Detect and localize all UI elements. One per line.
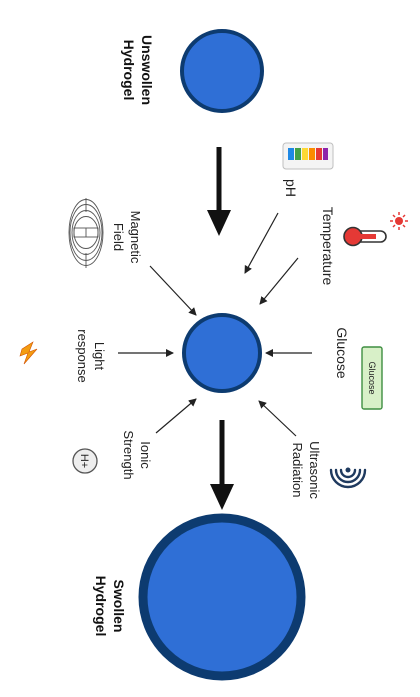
svg-text:Ultrasonic: Ultrasonic xyxy=(307,441,322,499)
svg-text:Magnetic: Magnetic xyxy=(128,211,143,264)
arrow-unswollen-to-center xyxy=(207,147,231,236)
label-glucose: Glucose xyxy=(334,327,350,379)
arrow-magnetic xyxy=(149,265,197,316)
svg-text:Glucose: Glucose xyxy=(367,361,377,394)
svg-text:Field: Field xyxy=(111,223,126,251)
central-hydrogel xyxy=(182,313,262,393)
svg-text:pH: pH xyxy=(283,179,299,197)
arrow-center-to-swollen xyxy=(210,420,234,510)
svg-text:Unswollen: Unswollen xyxy=(139,35,155,105)
magnet-field-icon xyxy=(68,198,104,268)
svg-text:H+: H+ xyxy=(78,454,90,468)
label-swollen-hydrogel: Swollen Hydrogel xyxy=(93,576,127,637)
label-temperature: Temperature xyxy=(320,207,336,286)
svg-text:Glucose: Glucose xyxy=(334,327,350,379)
svg-text:Hydrogel: Hydrogel xyxy=(93,576,109,637)
svg-text:Swollen: Swollen xyxy=(111,580,127,633)
label-light-response: Light response xyxy=(75,329,107,382)
svg-text:Light: Light xyxy=(92,342,107,371)
arrow-temperature xyxy=(259,257,299,305)
swollen-hydrogel xyxy=(138,513,306,681)
svg-text:Strength: Strength xyxy=(121,430,136,479)
label-unswollen-hydrogel: Unswollen Hydrogel xyxy=(121,35,155,105)
arrow-ph xyxy=(244,212,279,274)
glucose-box-icon: Glucose xyxy=(361,346,383,410)
label-ionic-strength: Ionic Strength xyxy=(121,430,153,479)
svg-text:Ionic: Ionic xyxy=(138,441,153,469)
svg-text:Radiation: Radiation xyxy=(290,443,305,498)
thermometer-icon xyxy=(343,212,408,247)
ultrasonic-waves-icon xyxy=(329,467,367,489)
label-ph: pH xyxy=(283,179,299,197)
svg-text:Hydrogel: Hydrogel xyxy=(121,40,137,101)
unswollen-hydrogel xyxy=(180,29,264,113)
ph-strip-icon xyxy=(282,142,334,170)
svg-text:response: response xyxy=(75,329,90,382)
lightning-icon xyxy=(19,341,38,365)
h-plus-icon: H+ xyxy=(72,448,98,474)
label-magnetic-field: Magnetic Field xyxy=(111,211,143,264)
arrow-ionic xyxy=(155,398,197,434)
svg-text:Temperature: Temperature xyxy=(320,207,336,286)
label-ultrasonic-radiation: Ultrasonic Radiation xyxy=(290,441,322,499)
arrow-ultrasonic xyxy=(258,400,297,437)
